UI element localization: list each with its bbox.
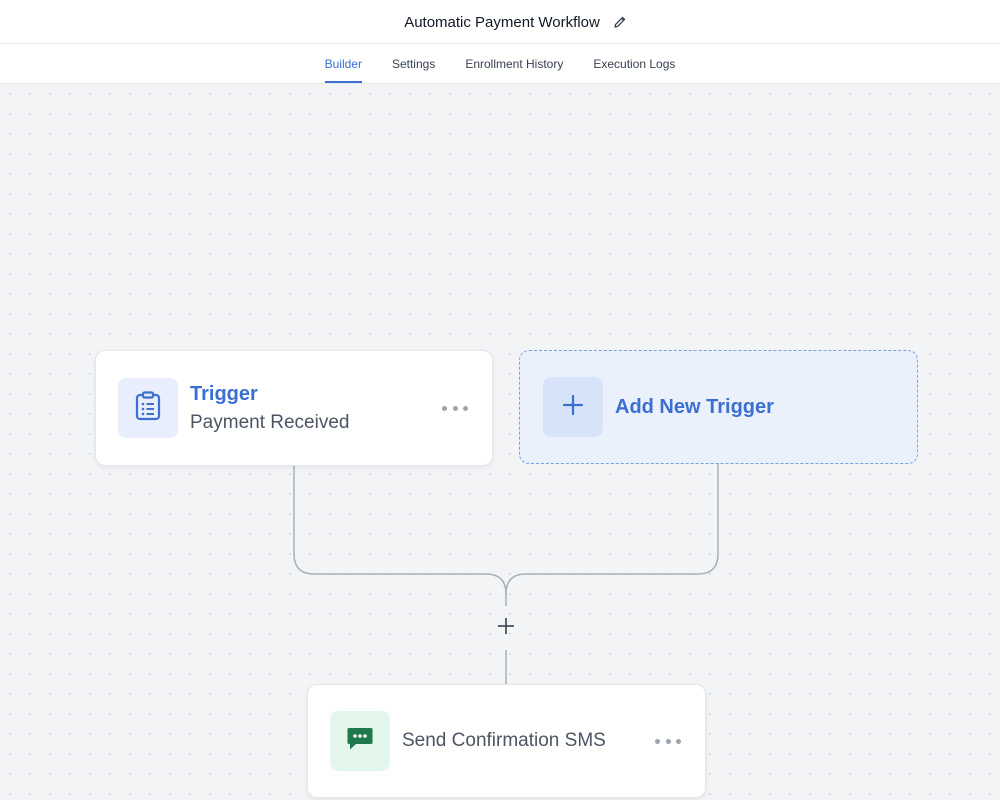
trigger-more-icon[interactable] [442, 403, 468, 413]
message-dots-icon [346, 726, 374, 757]
pencil-icon[interactable] [612, 14, 628, 30]
sms-icon-box [330, 711, 390, 771]
add-trigger-label: Add New Trigger [615, 395, 774, 418]
add-trigger-node[interactable]: Add New Trigger [519, 350, 918, 464]
plus-icon [562, 394, 584, 421]
connector-lines [293, 464, 719, 684]
workflow-title: Automatic Payment Workflow [404, 13, 600, 31]
action-node-send-sms[interactable]: Send Confirmation SMS [307, 684, 706, 798]
title-group: Automatic Payment Workflow [404, 14, 628, 31]
tab-bar: Builder Settings Enrollment History Exec… [0, 44, 1000, 84]
tab-enrollment-history[interactable]: Enrollment History [465, 56, 564, 71]
action-more-icon[interactable] [655, 736, 681, 746]
trigger-subtitle: Payment Received [190, 411, 350, 433]
trigger-node[interactable]: Trigger Payment Received [95, 350, 493, 466]
connector-trigger [293, 466, 507, 606]
connector-add-trigger [505, 464, 719, 595]
workflow-canvas[interactable]: Trigger Payment Received Add New Trigger [0, 84, 1000, 800]
tab-settings[interactable]: Settings [391, 56, 436, 71]
add-step-button[interactable] [494, 616, 518, 640]
workflow-header: Automatic Payment Workflow [0, 0, 1000, 44]
add-trigger-icon-box [543, 377, 603, 437]
trigger-icon-box [118, 378, 178, 438]
trigger-text: Trigger Payment Received [190, 383, 349, 434]
header-divider [0, 43, 1000, 44]
trigger-title: Trigger [190, 382, 258, 405]
tab-builder[interactable]: Builder [324, 44, 363, 83]
plus-icon [497, 617, 515, 640]
action-label: Send Confirmation SMS [402, 730, 606, 751]
clipboard-list-icon [135, 390, 161, 426]
tab-execution-logs[interactable]: Execution Logs [593, 56, 676, 71]
